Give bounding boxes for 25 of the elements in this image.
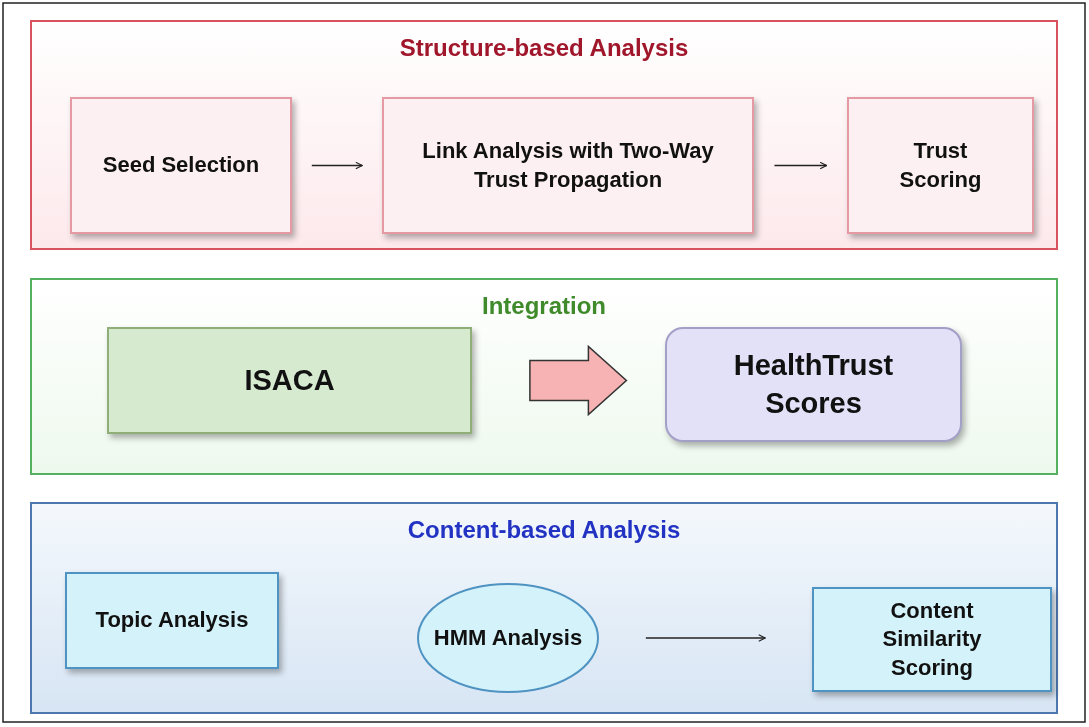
box-label: Trust Scoring <box>898 136 983 194</box>
process-box <box>65 572 279 669</box>
arrow <box>645 634 766 642</box>
process-box <box>70 97 292 234</box>
section-title: Structure-based Analysis <box>399 34 689 62</box>
arrow <box>773 161 828 170</box>
process-box <box>382 97 754 234</box>
arrow <box>311 161 363 170</box>
process-box <box>812 587 1052 692</box>
section-title: Integration <box>482 292 606 320</box>
box-label: Seed Selection <box>102 151 260 180</box>
block-arrow <box>529 344 628 417</box>
section-title: Content-based Analysis <box>407 516 681 544</box>
box-label: Link Analysis with Two-Way Trust Propagation <box>421 136 715 194</box>
process-box <box>107 327 472 434</box>
section-panel <box>30 20 1058 250</box>
section-panel <box>30 278 1058 475</box>
ellipse-label: HMM Analysis <box>433 625 583 651</box>
box-label: HealthTrust Scores <box>732 347 895 421</box>
box-label: Topic Analysis <box>95 606 249 635</box>
result-box <box>665 327 962 442</box>
box-label: ISACA <box>244 362 335 398</box>
box-label: Content Similarity Scoring <box>881 596 983 682</box>
section-panel <box>30 502 1058 714</box>
process-box <box>847 97 1034 234</box>
